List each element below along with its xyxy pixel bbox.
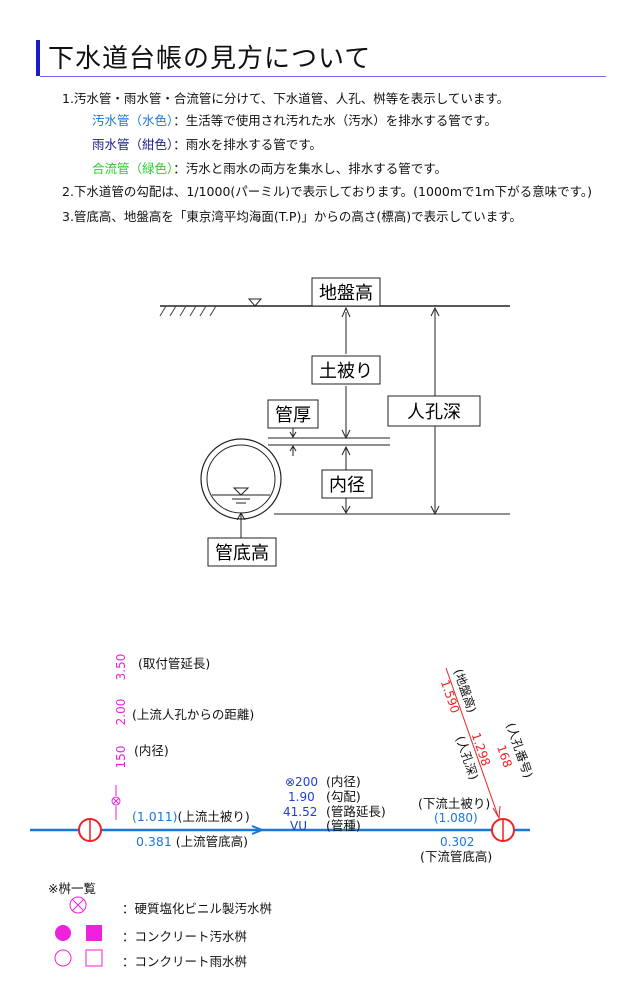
rain-pipe-desc: ：雨水を排水する管です。 (173, 137, 323, 152)
note-combined-row: 合流管（緑色）：汚水と雨水の両方を集水し、排水する管です。 (92, 158, 447, 177)
label-manhole-depth: 人孔深 (407, 402, 461, 423)
page-title: 下水道台帳の見方について (48, 44, 372, 74)
label-pipe-thickness: 管厚 (275, 405, 311, 426)
title-accent-bar (36, 40, 40, 76)
legend-header: ※桝一覧 (48, 881, 96, 896)
pvc-inlet-marker (111, 796, 121, 806)
rain-pipe-name: 雨水管（紺色） (92, 137, 174, 152)
sewage-pipe-name: 汚水管（水色） (92, 113, 174, 128)
sewage-pipe-desc: ：生活等で使用され汚れた水（汚水）を排水する管です。 (173, 113, 498, 128)
label-inner-diameter: 内径 (329, 475, 365, 496)
distance-label: (上流人孔からの距離) (132, 707, 254, 722)
distance-value: 2.00 (114, 699, 128, 726)
label-earth-cover: 土被り (319, 361, 373, 382)
label-pipe-bottom: 管底高 (215, 543, 269, 564)
legend-concrete-sewage: ：コンクリート汚水桝 (122, 929, 248, 944)
attach-length-label: (取付管延長) (138, 656, 210, 671)
label-ground-height: 地盤高 (319, 283, 373, 304)
pipe-diameter-value: ⊗200 (285, 775, 318, 789)
combined-pipe-name: 合流管（緑色） (92, 161, 174, 176)
cross-section-diagram: 地盤高 土被り 人孔深 管厚 内径 管底高 (159, 277, 510, 567)
pvc-sewage-inlet-icon (69, 896, 87, 914)
ground-level-mark (247, 298, 263, 307)
note-3: 3.管底高、地盤高を「東京湾平均海面(T.P)」からの高さ(標高)で表示していま… (62, 209, 522, 224)
pipe-slope-value: 1.90 (288, 790, 315, 804)
pipe-length-label: (管路延長) (326, 804, 386, 819)
ground-hatch (159, 305, 217, 317)
pipe-section-outer (200, 438, 282, 520)
attach-length-value: 3.50 (114, 654, 128, 681)
note-rain-row: 雨水管（紺色）：雨水を排水する管です。 (92, 134, 322, 153)
pipe-length-value: 41.52 (283, 805, 317, 819)
lateral-diameter-label: (内径) (134, 743, 169, 758)
note-sewage-row: 汚水管（水色）：生活等で使用され汚れた水（汚水）を排水する管です。 (92, 110, 497, 129)
manhole-leader-line (445, 667, 499, 817)
plan-view-example: 3.50 (取付管延長) 2.00 (上流人孔からの距離) 150 (内径) (… (30, 654, 535, 864)
pipe-diameter-label: (内径) (326, 774, 361, 789)
downstream-cover-label: (下流土被り) (418, 796, 490, 811)
combined-pipe-desc: ：汚水と雨水の両方を集水し、排水する管です。 (173, 161, 448, 176)
downstream-cover-value: (1.080) (434, 811, 478, 825)
note-1: 1.汚水管・雨水管・合流管に分けて、下水道管、人孔、桝等を表示しています。 (62, 91, 510, 106)
title-underline (40, 76, 606, 77)
upstream-bottom-text: 0.381 (上流管底高) (136, 834, 248, 849)
legend-pvc: ：硬質塩化ビニル製汚水桝 (122, 901, 273, 916)
legend-symbols (54, 896, 103, 967)
pipe-material-label: (管種) (326, 818, 361, 833)
concrete-sewage-round-icon (55, 925, 71, 941)
note-2: 2.下水道管の勾配は、1/1000(パーミル)で表示しております。(1000mで… (62, 184, 593, 199)
legend-concrete-rain: ：コンクリート雨水桝 (122, 954, 248, 969)
concrete-rain-square-icon (85, 949, 103, 967)
upstream-cover-text: (1.011)(上流土被り) (132, 809, 250, 824)
downstream-bottom-label: (下流管底高) (420, 849, 492, 864)
concrete-rain-round-icon (54, 949, 72, 967)
pipe-slope-label: (勾配) (326, 789, 361, 804)
concrete-sewage-square-icon (86, 925, 102, 941)
downstream-bottom-value: 0.302 (440, 835, 474, 849)
pipe-material-value: VU (290, 819, 307, 833)
lateral-diameter-value: 150 (114, 746, 128, 769)
